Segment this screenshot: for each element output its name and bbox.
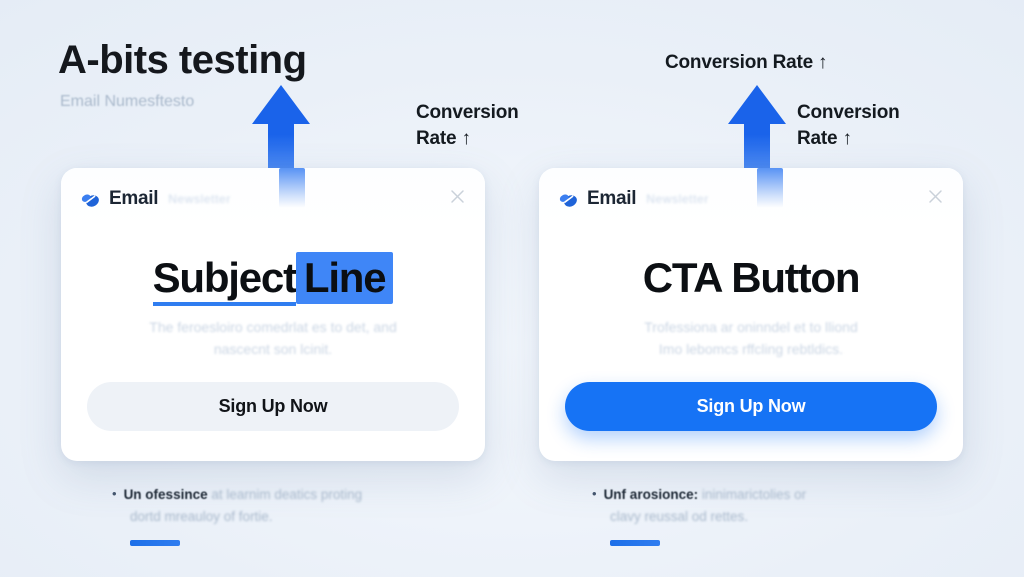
conversion-rate-right-line2: Rate ↑ [797, 128, 852, 150]
header-accent-chip [279, 168, 305, 208]
footnote-row: • Unf arosionce: ininimarictolies or [592, 484, 948, 506]
up-arrow-icon-right [726, 82, 788, 197]
card-top-band [61, 168, 485, 230]
email-brand-icon [79, 188, 101, 210]
variant-b-card: Email Newsletter CTA Button Trofessiona … [539, 168, 963, 461]
variant-b-body-copy: Trofessiona ar oninndel et to lliond Imo… [579, 316, 923, 360]
card-header-left: Email Newsletter [79, 184, 469, 214]
footnote-strong: Un ofessince [123, 487, 208, 502]
conversion-rate-left-line1: Conversion [416, 102, 519, 123]
card-brand-subtext: Newsletter [168, 192, 231, 206]
card-top-band [539, 168, 963, 230]
conversion-rate-label-right: Conversion Rate ↑ [797, 100, 927, 152]
footnote-strong: Unf arosionce: [603, 487, 699, 502]
variant-b-cta-button[interactable]: Sign Up Now [565, 382, 937, 431]
close-icon[interactable] [928, 189, 943, 204]
body-copy-line1: The feroesloiro comedrlat es to det, and [149, 319, 397, 335]
variant-b-footnote: • Unf arosionce: ininimarictolies or cla… [592, 484, 948, 546]
close-icon[interactable] [450, 189, 465, 204]
footnote-accent-bar [610, 539, 660, 546]
conversion-rate-label-left: Conversion Rate ↑ [416, 100, 546, 152]
conversion-rate-right-line1: Conversion [797, 102, 900, 123]
email-brand-icon [557, 188, 579, 210]
card-brand-subtext: Newsletter [646, 192, 709, 206]
card-header-right: Email Newsletter [557, 184, 947, 214]
bullet-glyph: • [112, 486, 117, 501]
conversion-rate-label-top: Conversion Rate ↑ [665, 52, 828, 73]
variant-a-footnote: • Un ofessince at learnim deatics protin… [112, 484, 468, 546]
variant-b-headline: CTA Button [539, 254, 963, 302]
conversion-rate-left-line2: Rate ↑ [416, 128, 471, 150]
bullet-glyph: • [592, 486, 597, 501]
up-arrow-icon-left [250, 82, 312, 197]
body-copy-line1: Trofessiona ar oninndel et to lliond [644, 319, 858, 335]
footnote-line2: dortd mreauloy of fortie. [130, 508, 273, 524]
footnote-accent-bar [130, 539, 180, 546]
card-brand-name: Email [109, 188, 159, 209]
headline-plain-part: CTA Button [642, 254, 861, 301]
body-copy-line2: Imo lebomcs rffcling rebtldics. [658, 341, 844, 358]
footnote-rest: ininimarictolies or [701, 487, 807, 502]
headline-highlighted-part: Line [295, 252, 394, 304]
headline-plain-part: Subject [152, 254, 297, 306]
footnote-row: • Un ofessince at learnim deatics protin… [112, 484, 468, 506]
footnote-rest: at learnim deatics proting [211, 487, 363, 502]
footnote-text: Un ofessince at learnim deatics proting [124, 484, 363, 506]
footnote-line2: clavy reussal od rettes. [610, 508, 749, 524]
header-accent-chip [757, 168, 783, 208]
page-subtitle: Email Numesftesto [60, 93, 195, 110]
footnote-text: Unf arosionce: ininimarictolies or [604, 484, 807, 506]
card-brand-name: Email [587, 188, 637, 209]
body-copy-line2: nascecnt son lcinit. [213, 341, 333, 358]
page-title: A-bits testing [58, 38, 307, 82]
variant-a-cta-button[interactable]: Sign Up Now [87, 382, 459, 431]
variant-a-body-copy: The feroesloiro comedrlat es to det, and… [101, 316, 445, 360]
